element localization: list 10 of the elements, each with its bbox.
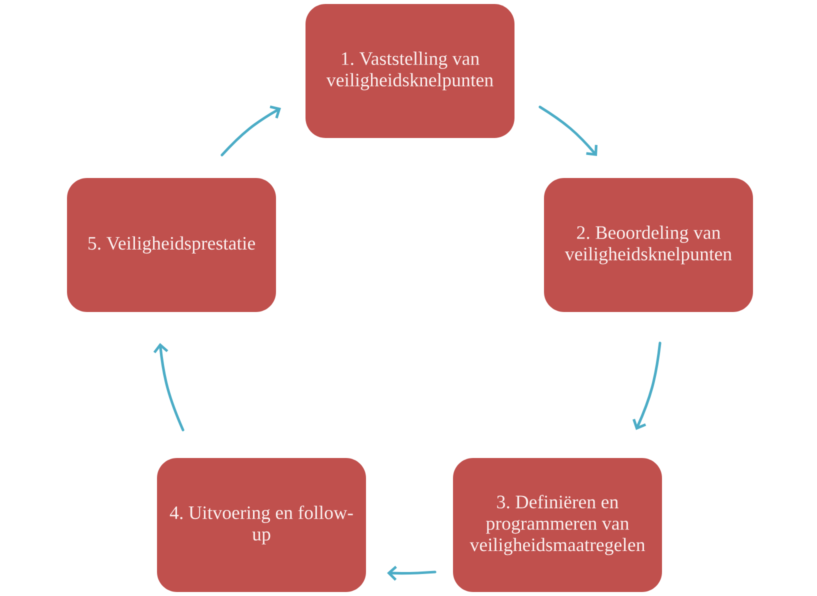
process-box: 2. Beoordeling van veiligheidsknelpunten — [544, 178, 753, 312]
arrow — [632, 342, 662, 430]
arrow — [220, 105, 281, 156]
process-box: 5. Veiligheidsprestatie — [67, 178, 276, 312]
process-box: 3. Definiëren en programmeren van veiligheidsmaatregelen — [453, 458, 662, 592]
arrow — [153, 343, 184, 432]
process-box: 1. Vaststelling van veiligheidsknelpunten — [306, 4, 514, 138]
arrow — [387, 566, 436, 581]
arrow — [538, 106, 598, 156]
process-box: 4. Uitvoering en follow-up — [157, 458, 366, 592]
